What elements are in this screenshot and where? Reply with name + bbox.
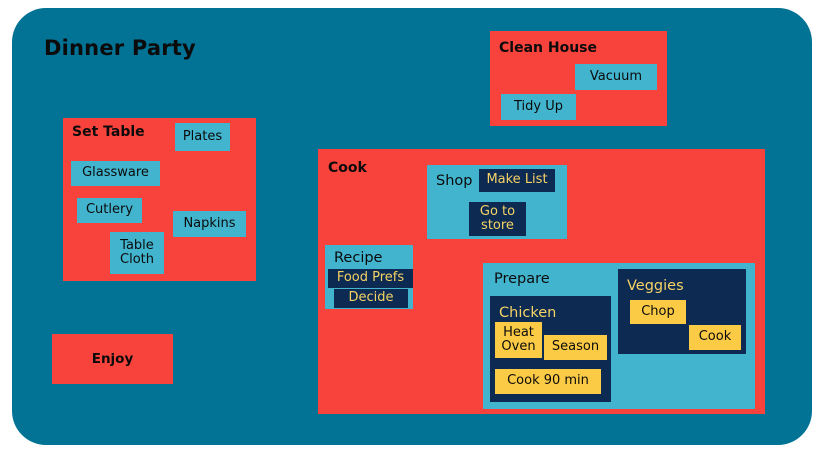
- node-cutlery-label: Cutlery: [85, 202, 134, 218]
- node-table-cloth[interactable]: Table Cloth: [110, 232, 164, 274]
- page-title: Dinner Party: [44, 36, 196, 60]
- node-food-prefs[interactable]: Food Prefs: [328, 269, 413, 288]
- node-clean-house-label: Clean House: [499, 40, 597, 56]
- node-cook-90-min-label: Cook 90 min: [507, 373, 589, 389]
- node-chop-label: Chop: [641, 303, 675, 319]
- node-napkins[interactable]: Napkins: [173, 211, 246, 237]
- node-heat-oven-label: Heat Oven: [501, 324, 536, 354]
- node-vacuum[interactable]: Vacuum: [575, 64, 657, 90]
- node-go-to-store[interactable]: Go to store: [469, 202, 526, 236]
- node-cook-90-min[interactable]: Cook 90 min: [495, 369, 601, 394]
- node-vacuum-label: Vacuum: [589, 68, 643, 84]
- node-cook-veggies[interactable]: Cook: [689, 325, 741, 350]
- node-veggies-label: Veggies: [627, 278, 684, 294]
- node-tidy-up-label: Tidy Up: [514, 98, 563, 114]
- node-set-table-label: Set Table: [72, 124, 145, 140]
- node-food-prefs-label: Food Prefs: [336, 270, 405, 286]
- node-enjoy-label: Enjoy: [91, 350, 134, 367]
- node-chop[interactable]: Chop: [630, 300, 686, 324]
- node-table-cloth-label: Table Cloth: [120, 237, 154, 267]
- node-season-label: Season: [551, 339, 600, 355]
- node-cook-veggies-label: Cook: [698, 329, 732, 345]
- node-tidy-up[interactable]: Tidy Up: [501, 94, 576, 120]
- node-cook-label: Cook: [328, 160, 367, 176]
- node-napkins-label: Napkins: [183, 215, 236, 231]
- node-decide[interactable]: Decide: [334, 289, 408, 308]
- node-heat-oven[interactable]: Heat Oven: [495, 322, 542, 358]
- node-cutlery[interactable]: Cutlery: [77, 198, 142, 223]
- node-shop-label: Shop: [436, 173, 473, 189]
- node-glassware-label: Glassware: [82, 165, 149, 181]
- node-recipe-label: Recipe: [334, 250, 383, 266]
- node-season[interactable]: Season: [544, 335, 607, 360]
- node-enjoy[interactable]: Enjoy: [52, 334, 173, 384]
- node-chicken-label: Chicken: [499, 305, 557, 321]
- node-plates[interactable]: Plates: [175, 123, 230, 151]
- node-prepare-label: Prepare: [494, 271, 550, 287]
- node-make-list[interactable]: Make List: [479, 169, 555, 192]
- node-plates-label: Plates: [182, 128, 223, 144]
- node-decide-label: Decide: [348, 290, 394, 306]
- node-go-to-store-label: Go to store: [479, 203, 516, 233]
- node-make-list-label: Make List: [486, 172, 548, 188]
- node-glassware[interactable]: Glassware: [71, 161, 160, 186]
